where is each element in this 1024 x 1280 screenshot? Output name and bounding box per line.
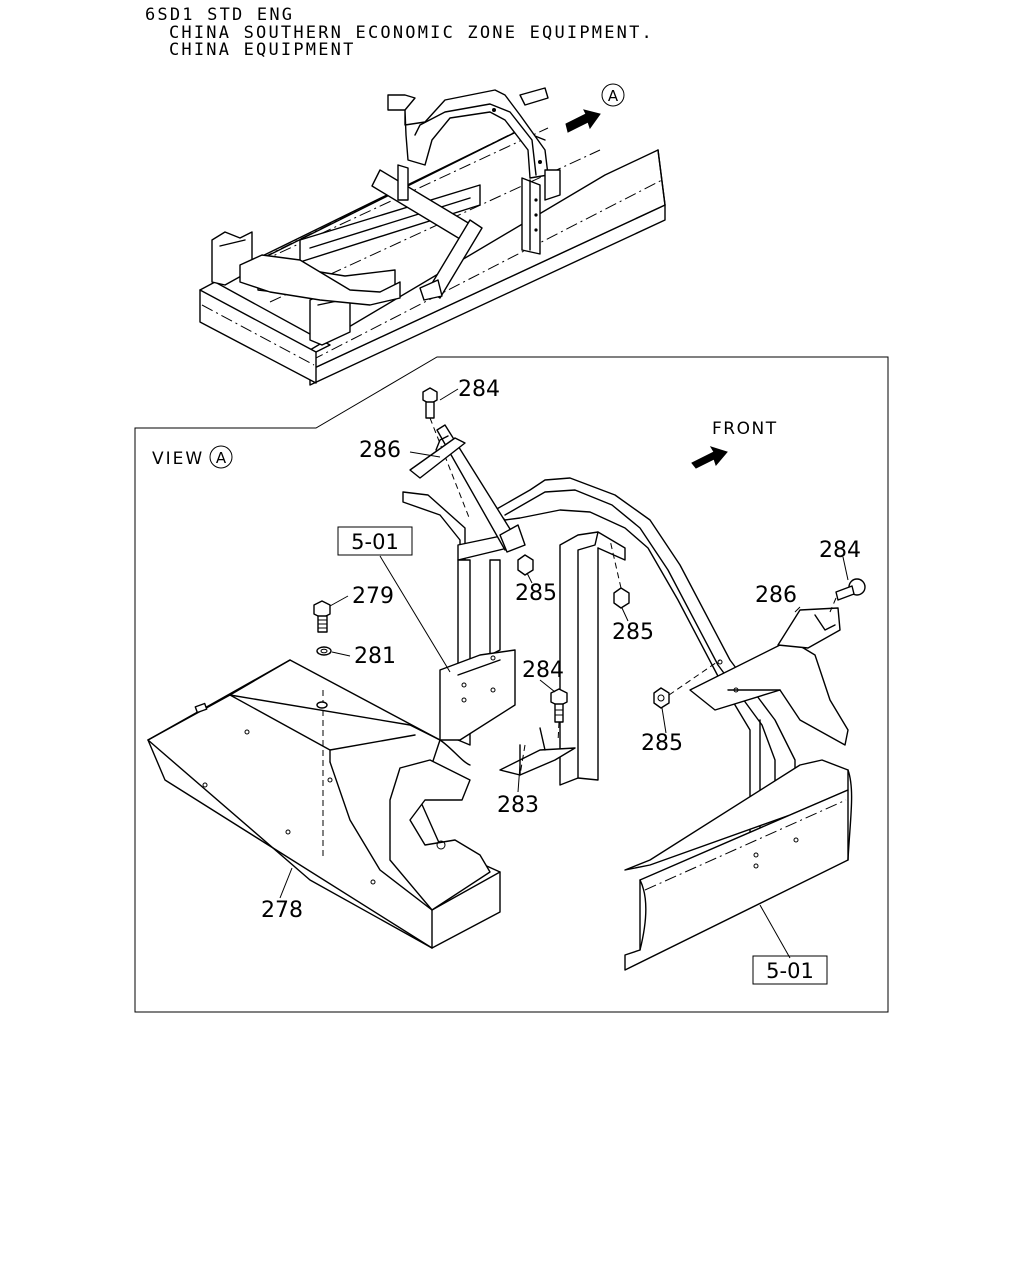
callout-284-top: 284 (458, 377, 500, 402)
callout-285-a: 285 (515, 581, 557, 606)
callout-279: 279 (352, 584, 394, 609)
callout-285-c: 285 (641, 731, 683, 756)
front-label: FRONT (712, 419, 778, 439)
detail-view-frame (134, 356, 889, 1013)
equipment-sublabel: CHINA EQUIPMENT (169, 40, 356, 60)
bolt-284-mid (550, 688, 568, 743)
callout-286-right: 286 (755, 583, 797, 608)
bolt-279 (313, 600, 331, 633)
overview-view-arrow: A (565, 83, 625, 133)
nut-285-b (609, 539, 630, 609)
washer-281 (316, 646, 332, 709)
bolt-284-right (835, 578, 866, 601)
engine-label: 6SD1 STD ENG (145, 5, 295, 25)
callout-286-left: 286 (359, 438, 401, 463)
nut-285-c (653, 659, 721, 709)
callout-283: 283 (497, 793, 539, 818)
toolbox-278-drawing (147, 659, 501, 949)
detail-bracket-drawing (402, 424, 853, 971)
equipment-label: CHINA SOUTHERN ECONOMIC ZONE EQUIPMENT. (169, 23, 654, 43)
view-label-group: VIEW A (152, 445, 233, 469)
ref-box-5-01-top: 5-01 (337, 526, 413, 556)
callout-281: 281 (354, 644, 396, 669)
plate-286-right (777, 597, 841, 649)
view-label-letter: A (216, 449, 227, 467)
callout-284-right: 284 (819, 538, 861, 563)
callout-278: 278 (261, 898, 303, 923)
view-label-circle (209, 445, 233, 469)
leader-lines (279, 388, 849, 959)
front-arrow-icon (691, 446, 728, 469)
view-marker-letter: A (608, 87, 619, 105)
ref-5-01-bottom-label: 5-01 (766, 959, 814, 983)
ref-box-5-01-bottom: 5-01 (752, 955, 828, 985)
view-marker-circle (601, 83, 625, 107)
nut-285-a (517, 554, 534, 576)
callout-285-b: 285 (612, 620, 654, 645)
callouts: 284 286 285 285 285 279 281 284 283 278 … (261, 377, 861, 923)
ref-5-01-top-label: 5-01 (351, 530, 399, 554)
overview-frame-drawing (199, 87, 666, 386)
callout-284-mid: 284 (522, 658, 564, 683)
plate-286-left (409, 435, 466, 479)
view-label: VIEW (152, 449, 204, 469)
bolt-284-top (422, 387, 471, 521)
